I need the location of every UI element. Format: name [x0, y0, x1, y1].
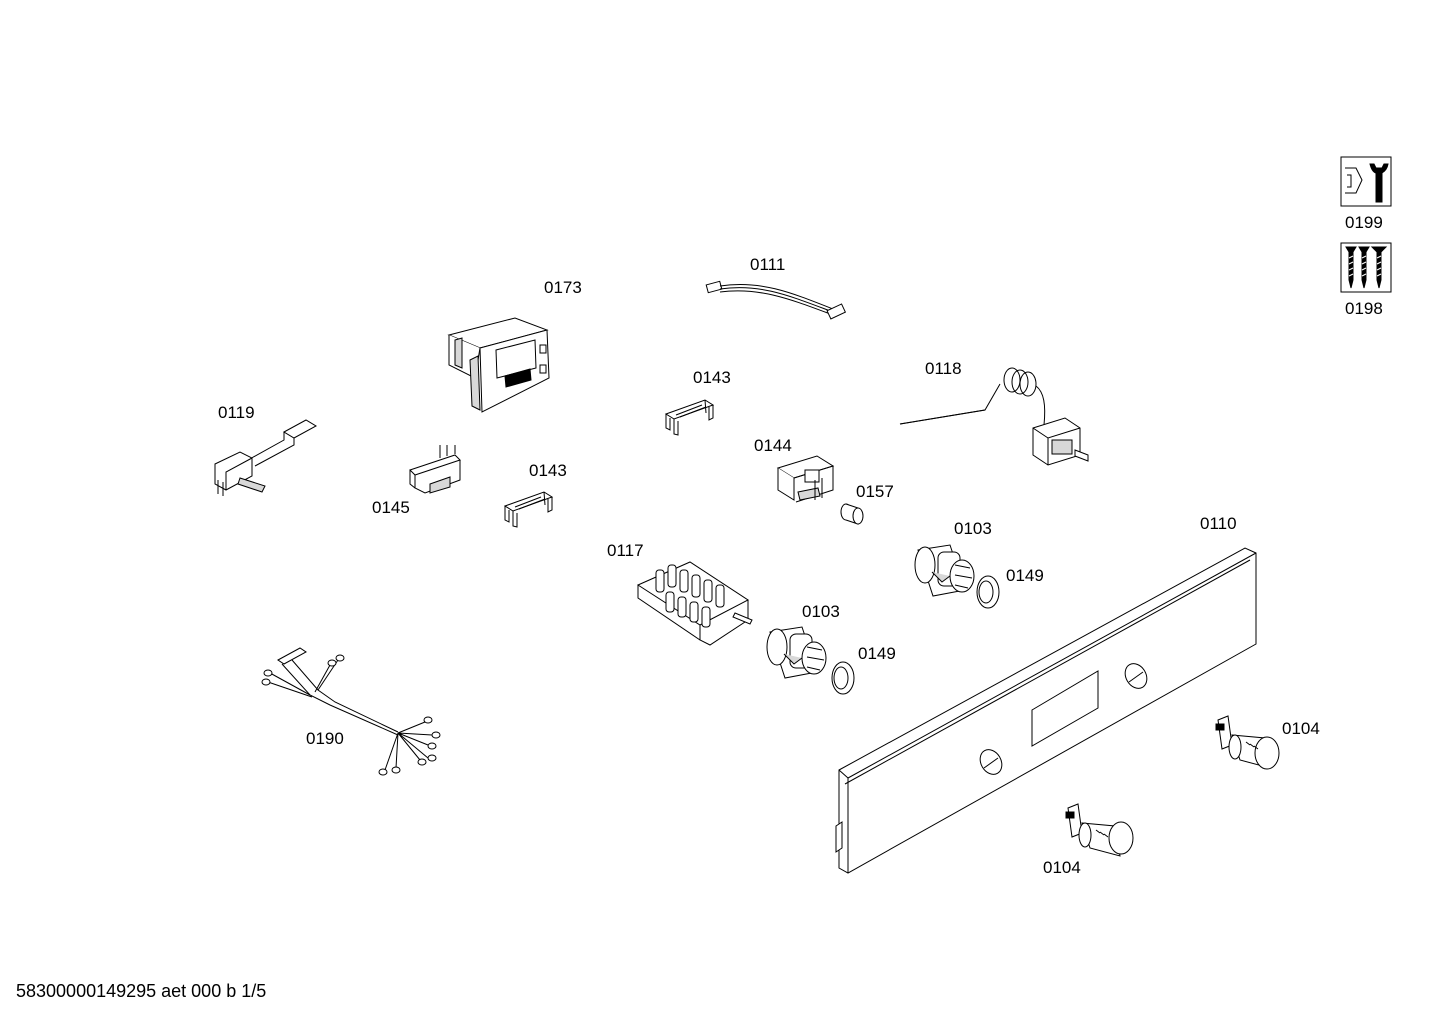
part-0143-clip-upper [664, 399, 715, 436]
part-0110-control-panel [835, 547, 1257, 874]
callout-0143-upper: 0143 [693, 368, 731, 387]
callout-0157: 0157 [856, 482, 894, 501]
drawing-number-footer: 58300000149295 aet 000 b 1/5 [16, 981, 267, 1001]
part-0103-switch-upper [914, 544, 975, 597]
part-0118-thermostat [899, 367, 1089, 466]
part-0145-bracket [409, 445, 461, 494]
callout-0173: 0173 [544, 278, 582, 297]
callout-0117: 0117 [607, 541, 644, 560]
callout-0118: 0118 [925, 359, 962, 378]
callout-0198: 0198 [1345, 299, 1383, 318]
callout-0103-lower: 0103 [802, 602, 840, 621]
part-0173-electronic-module [447, 317, 550, 413]
callout-0145: 0145 [372, 498, 410, 517]
callout-0149-lower: 0149 [858, 644, 896, 663]
callout-0104-right: 0104 [1282, 719, 1320, 738]
callout-0103-upper: 0103 [954, 519, 992, 538]
callout-0190: 0190 [306, 729, 344, 748]
callout-0149-upper: 0149 [1006, 566, 1044, 585]
part-0117-selector-switch [636, 561, 753, 646]
screws-icon [1340, 242, 1392, 293]
part-0149-ring-lower [831, 661, 855, 695]
part-0144-lamp-holder [776, 455, 835, 503]
callout-0119: 0119 [218, 403, 255, 422]
callout-0199: 0199 [1345, 213, 1383, 232]
callout-0104-bottom: 0104 [1043, 858, 1081, 877]
part-0143-clip-lower [503, 491, 554, 528]
part-0104-knob-bottom [1065, 803, 1134, 857]
part-0104-knob-right [1215, 715, 1280, 770]
part-0149-ring-upper [976, 575, 1000, 609]
callout-0144: 0144 [754, 436, 792, 455]
callout-0110: 0110 [1200, 514, 1237, 533]
wrench-nut-icon [1340, 156, 1392, 207]
part-0119-switch-bracket [214, 419, 318, 496]
callout-0111: 0111 [750, 255, 786, 274]
part-0103-switch-lower [766, 626, 827, 679]
part-0111-ribbon-cable [705, 280, 847, 320]
part-0190-wiring-harness [261, 647, 441, 776]
part-0157-lamp [840, 503, 864, 525]
callout-0143-lower: 0143 [529, 461, 567, 480]
